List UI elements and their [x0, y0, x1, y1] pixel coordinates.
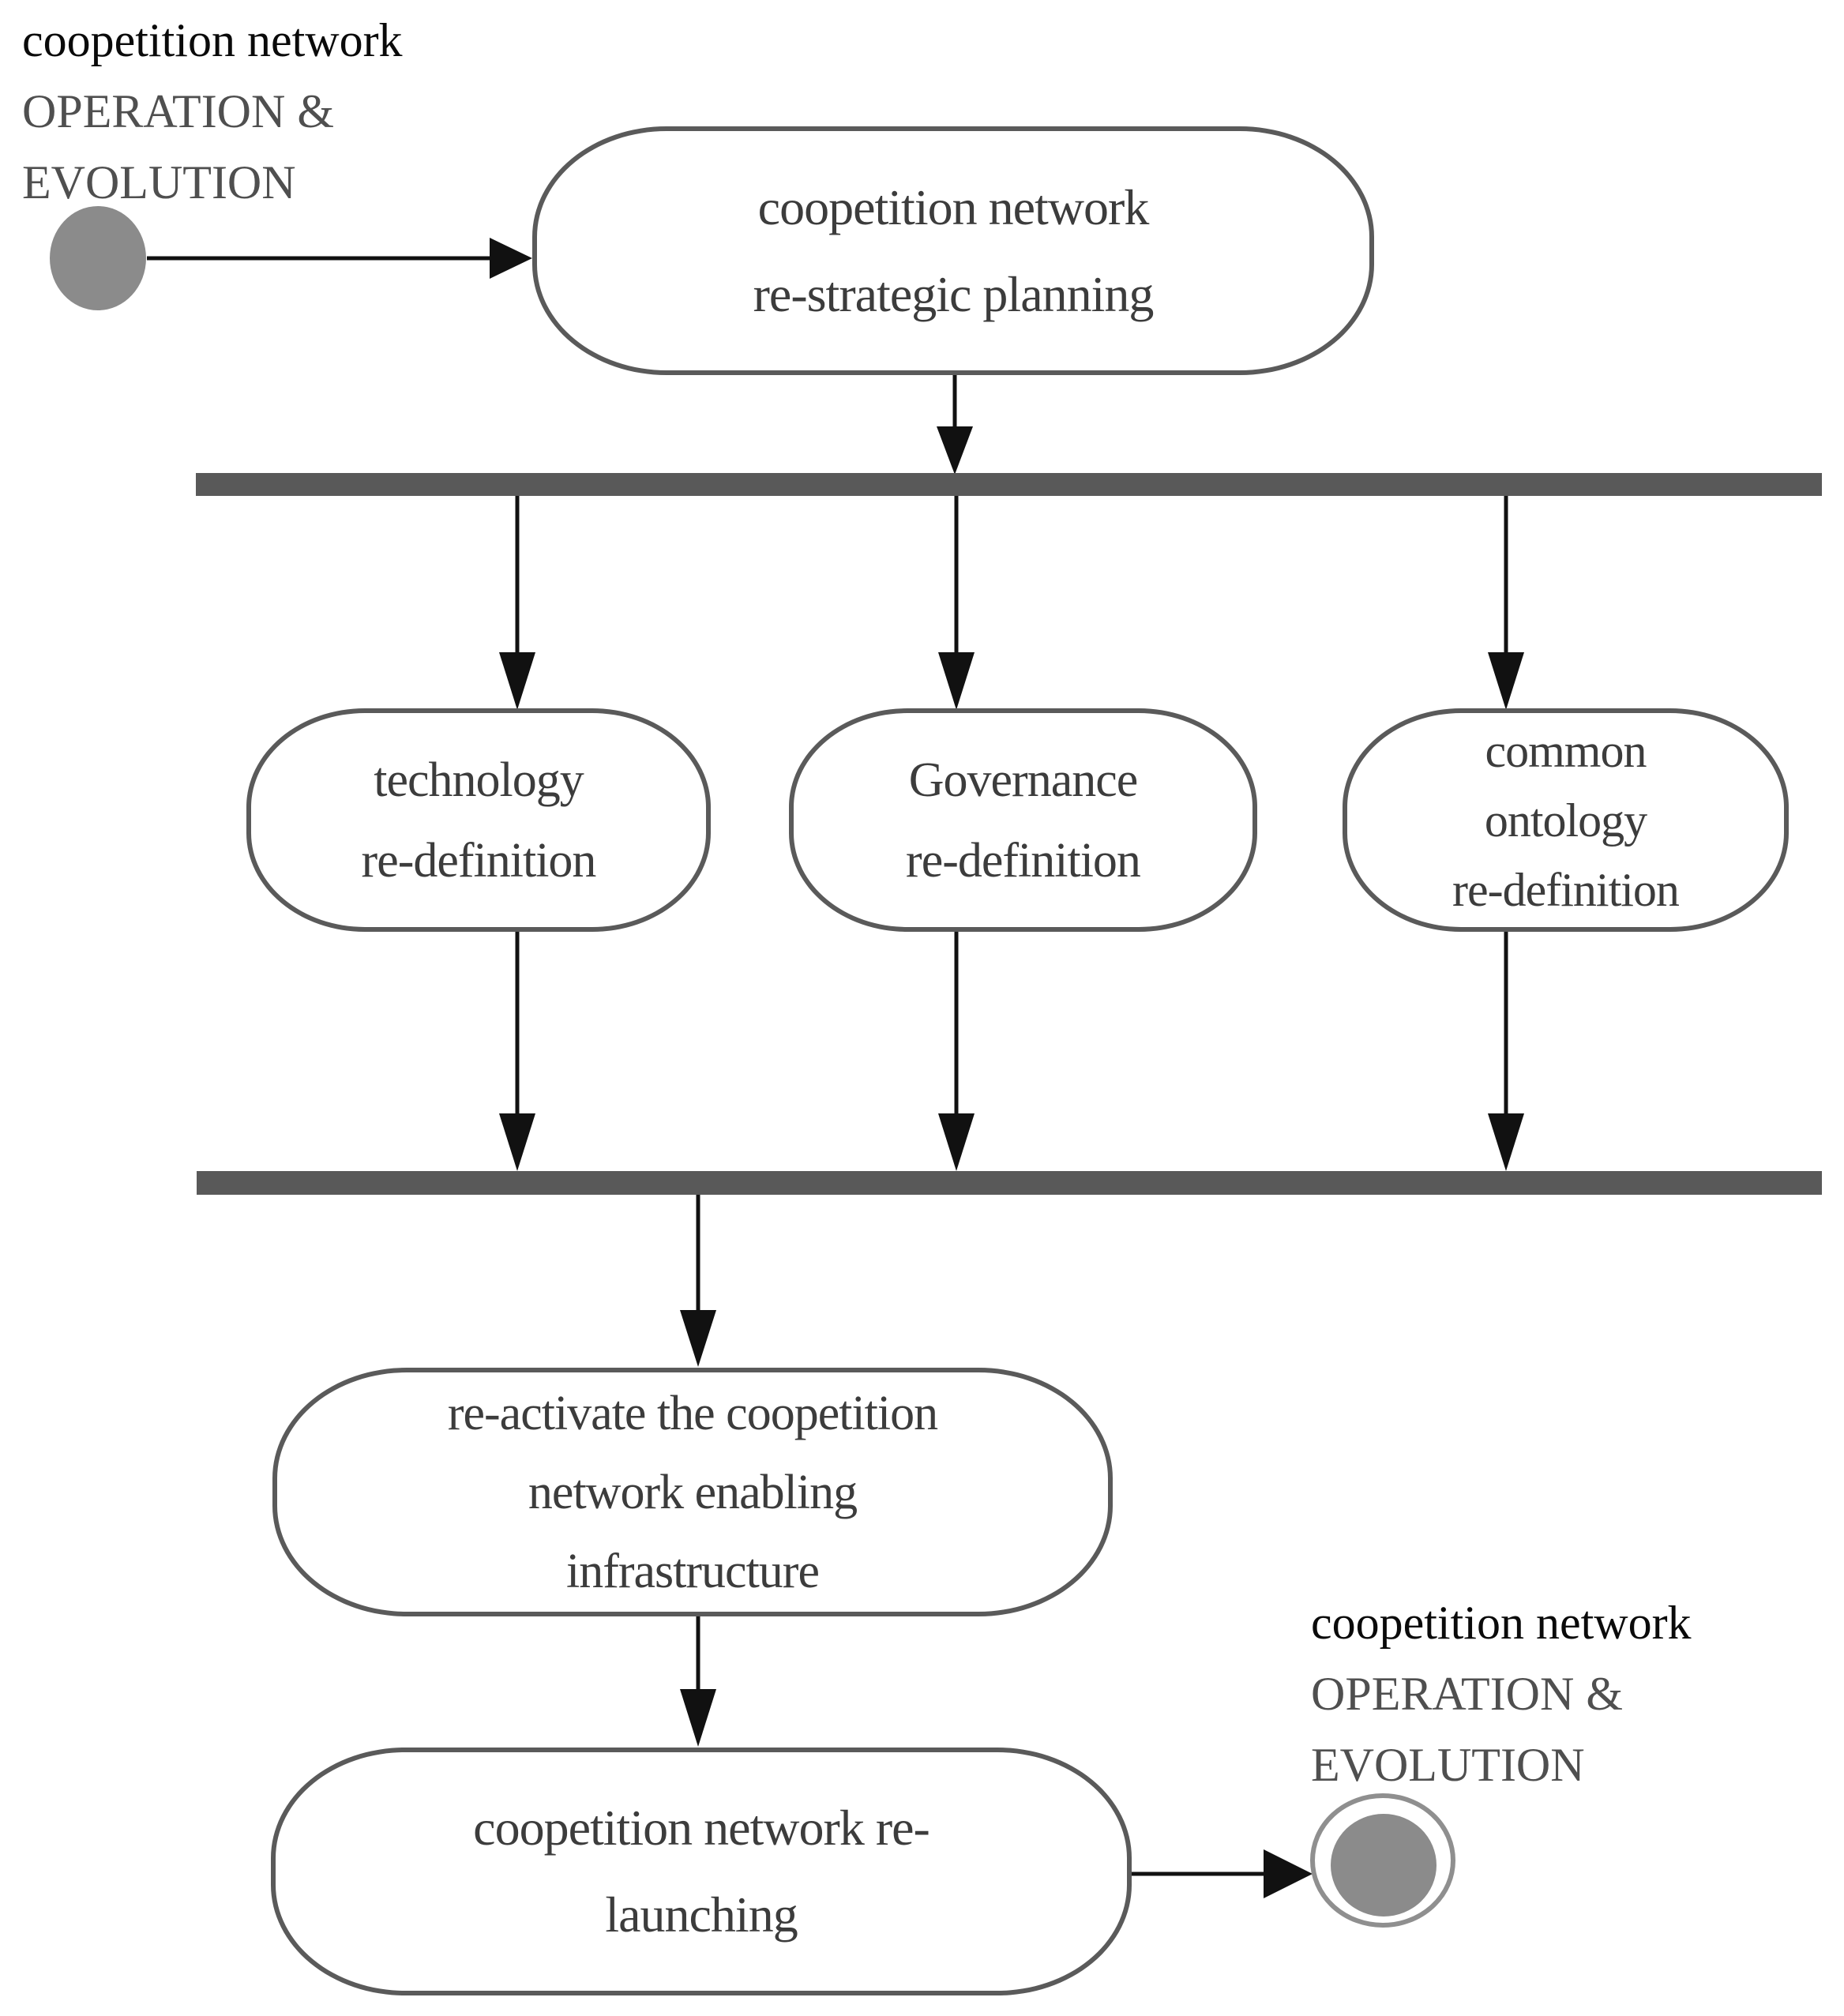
join-bar	[197, 1171, 1822, 1195]
activity-label-line: network enabling	[528, 1465, 858, 1519]
start-label-line-3: EVOLUTION	[22, 156, 296, 208]
arrowhead-reactivate-to-relaunch	[680, 1689, 716, 1747]
end-label-line-2: OPERATION &	[1311, 1668, 1624, 1720]
start-label-line-2: OPERATION &	[22, 85, 335, 137]
activity-reactivate-infrastructure: re-activate the coopetition network enab…	[272, 1368, 1113, 1616]
arrowhead-fork-to-governance	[938, 652, 975, 710]
activity-re-strategic-planning: coopetition network re-strategic plannin…	[532, 126, 1374, 375]
arrowhead-join-to-reactivate	[680, 1310, 716, 1367]
arrowhead-relaunch-to-final	[1264, 1849, 1313, 1898]
end-label-line-1: coopetition network	[1311, 1597, 1692, 1649]
activity-label-line: Governance	[908, 753, 1138, 807]
activity-label-line: re-definition	[361, 833, 597, 888]
activity-technology-re-definition: technology re-definition	[246, 708, 711, 932]
activity-label-line: coopetition network re-	[473, 1800, 930, 1856]
end-label-line-3: EVOLUTION	[1311, 1739, 1585, 1791]
arrowhead-initial-to-strategic	[490, 238, 532, 279]
final-state-node	[1331, 1814, 1437, 1917]
activity-label-line: launching	[605, 1886, 798, 1943]
arrowhead-strategic-to-fork	[937, 426, 973, 475]
activity-common-ontology-re-definition: common ontology re-definition	[1343, 708, 1789, 932]
arrowhead-technology-to-join	[499, 1113, 535, 1171]
arrowhead-fork-to-technology	[499, 652, 535, 710]
end-state-label: coopetition network OPERATION & EVOLUTIO…	[1311, 1587, 1692, 1800]
activity-label-line: re-strategic planning	[753, 265, 1155, 322]
arrowhead-fork-to-ontology	[1488, 652, 1524, 710]
start-label-line-1: coopetition network	[22, 14, 403, 66]
fork-bar	[196, 473, 1822, 496]
arrowhead-governance-to-join	[938, 1113, 975, 1171]
activity-label-line: infrastructure	[566, 1544, 820, 1598]
activity-label-line: technology	[374, 753, 584, 807]
activity-label-line: ontology	[1484, 794, 1647, 847]
activity-label-line: coopetition network	[757, 178, 1150, 235]
initial-state-node	[50, 206, 146, 310]
activity-label-line: re-definition	[1452, 863, 1680, 916]
activity-governance-re-definition: Governance re-definition	[789, 708, 1257, 932]
arrowhead-ontology-to-join	[1488, 1113, 1524, 1171]
activity-label-line: re-definition	[906, 833, 1141, 888]
activity-label-line: re-activate the coopetition	[447, 1386, 938, 1440]
activity-network-re-launching: coopetition network re- launching	[271, 1748, 1132, 1995]
activity-label-line: common	[1485, 724, 1647, 777]
start-state-label: coopetition network OPERATION & EVOLUTIO…	[22, 5, 403, 218]
